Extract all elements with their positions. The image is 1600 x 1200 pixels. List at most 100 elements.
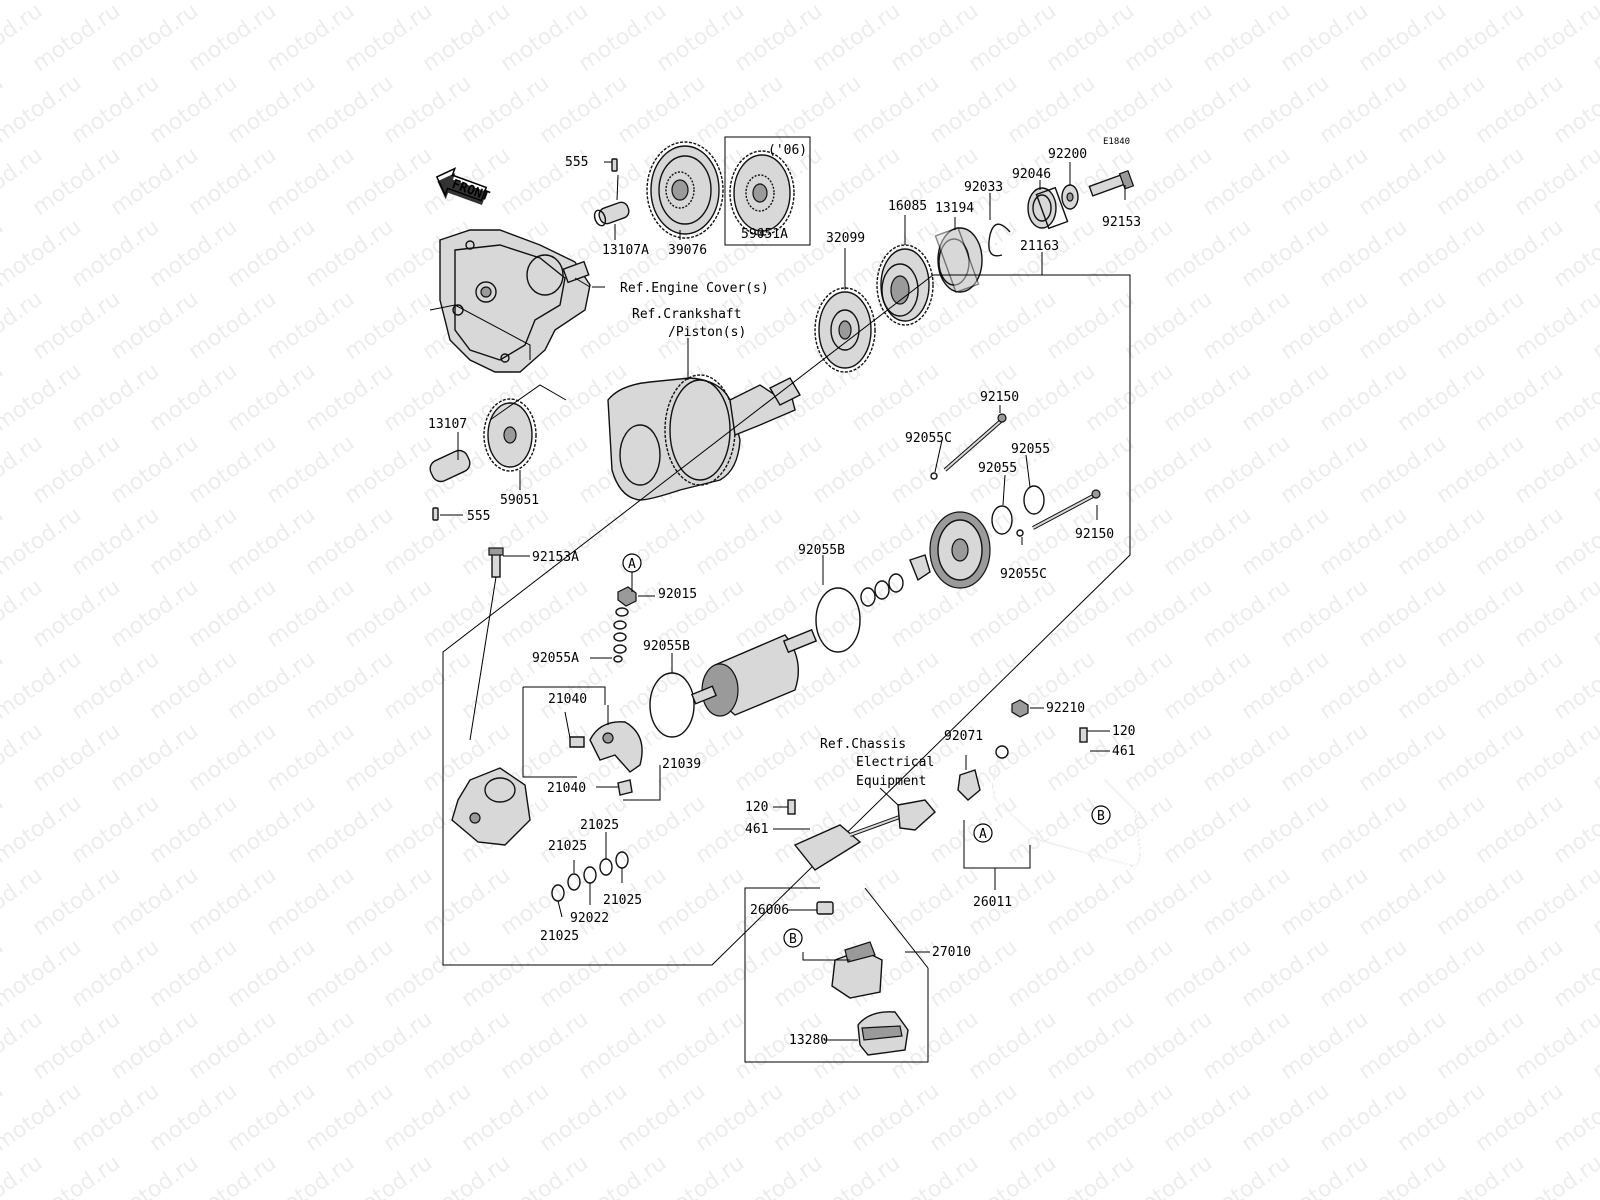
callout-21040-bottom: 21040 <box>547 781 586 796</box>
watermark-text: motod.ru <box>535 503 632 581</box>
watermark-text: motod.ru <box>184 575 281 653</box>
watermark-text: motod.ru <box>28 143 125 221</box>
watermark-text: motod.ru <box>67 215 164 293</box>
callout-92046: 92046 <box>1012 167 1051 182</box>
shim-washers <box>860 573 904 607</box>
watermark-text: motod.ru <box>418 575 515 653</box>
watermark-text: motod.ru <box>1081 0 1178 5</box>
watermark-text: motod.ru <box>340 719 437 797</box>
watermark-text: motod.ru <box>1159 647 1256 725</box>
watermark-text: motod.ru <box>1432 287 1529 365</box>
watermark-text: motod.ru <box>1042 0 1139 77</box>
watermark-text: motod.ru <box>496 575 593 653</box>
callout-27010: 27010 <box>932 945 971 960</box>
watermark-text: motod.ru <box>1354 287 1451 365</box>
bolt-92153 <box>1088 170 1135 197</box>
watermark-text: motod.ru <box>223 647 320 725</box>
watermark-text: motod.ru <box>1471 791 1568 869</box>
watermark-text: motod.ru <box>340 863 437 941</box>
watermark-text: motod.ru <box>1315 1079 1412 1157</box>
watermark-text: motod.ru <box>1432 0 1529 77</box>
watermark-text: motod.ru <box>1237 215 1334 293</box>
watermark-text: motod.ru <box>1432 1151 1529 1200</box>
watermark-text: motod.ru <box>262 575 359 653</box>
watermark-text: motod.ru <box>145 647 242 725</box>
watermark-text: motod.ru <box>457 0 554 5</box>
callout-21025-b: 21025 <box>548 839 587 854</box>
callout-92153: 92153 <box>1102 215 1141 230</box>
watermark-text: motod.ru <box>145 503 242 581</box>
watermark-text: motod.ru <box>1120 431 1217 509</box>
callout-92150-top: 92150 <box>980 390 1019 405</box>
watermark-text: motod.ru <box>1471 503 1568 581</box>
watermark-text: motod.ru <box>847 359 944 437</box>
watermark-text: motod.ru <box>262 431 359 509</box>
watermark-text: motod.ru <box>1120 287 1217 365</box>
watermark-text: motod.ru <box>379 647 476 725</box>
o-ring-92055-b <box>991 505 1013 535</box>
watermark-text: motod.ru <box>535 1079 632 1157</box>
watermark-text: motod.ru <box>925 1079 1022 1157</box>
watermark-text: motod.ru <box>1510 431 1600 509</box>
needle-bearing-92046 <box>1027 186 1069 230</box>
callout-16085: 16085 <box>888 199 927 214</box>
sleeve-13107 <box>429 449 471 483</box>
watermark-text: motod.ru <box>1198 0 1295 77</box>
watermark-text: motod.ru <box>1003 791 1100 869</box>
watermark-text: motod.ru <box>1120 0 1217 77</box>
bolt-92153A <box>469 547 504 741</box>
watermark-text: motod.ru <box>808 0 905 77</box>
callout-21025-a: 21025 <box>580 818 619 833</box>
watermark-text: motod.ru <box>1471 1079 1568 1157</box>
ref-crankshaft-line2: /Piston(s) <box>668 325 746 340</box>
callout-21025-c: 21025 <box>603 893 642 908</box>
watermark-text: motod.ru <box>1276 1007 1373 1085</box>
callout-21163: 21163 <box>1020 239 1059 254</box>
starter-end-cover <box>909 511 991 589</box>
watermark-text: motod.ru <box>145 71 242 149</box>
watermark-text: motod.ru <box>1393 503 1490 581</box>
gear-39076 <box>646 141 724 239</box>
watermark-text: motod.ru <box>379 935 476 1013</box>
watermark-text: motod.ru <box>340 1151 437 1200</box>
watermark-text: motod.ru <box>1276 575 1373 653</box>
circlip-92033 <box>988 223 1011 257</box>
watermark-text: motod.ru <box>1354 1007 1451 1085</box>
watermark-text: motod.ru <box>1003 1079 1100 1157</box>
watermark-text: motod.ru <box>1432 431 1529 509</box>
marker-B-relay-label: B <box>789 932 797 947</box>
watermark-text: motod.ru <box>886 0 983 77</box>
watermark-text: motod.ru <box>379 71 476 149</box>
pin-555-bottom <box>432 507 439 521</box>
watermark-text: motod.ru <box>1471 215 1568 293</box>
watermark-text: motod.ru <box>808 1151 905 1200</box>
callout-92055C-bottom: 92055C <box>1000 567 1047 582</box>
watermark-text: motod.ru <box>67 1079 164 1157</box>
watermark-text: motod.ru <box>964 287 1061 365</box>
watermark-text: motod.ru <box>964 1007 1061 1085</box>
watermark-text: motod.ru <box>652 863 749 941</box>
watermark-text: motod.ru <box>223 1079 320 1157</box>
watermark-text: motod.ru <box>1081 647 1178 725</box>
watermark-text: motod.ru <box>106 1151 203 1200</box>
watermark-text: motod.ru <box>1393 1079 1490 1157</box>
watermark-text: motod.ru <box>67 935 164 1013</box>
gear-32099 <box>814 287 876 373</box>
watermark-text: motod.ru <box>730 431 827 509</box>
watermark-text: motod.ru <box>106 863 203 941</box>
brush-21040-bottom <box>617 779 633 796</box>
watermark-text: motod.ru <box>1237 503 1334 581</box>
watermark-text: motod.ru <box>1159 503 1256 581</box>
watermark-text: motod.ru <box>730 0 827 77</box>
watermark-text: motod.ru <box>145 791 242 869</box>
watermark-text: motod.ru <box>847 0 944 5</box>
watermark-text: motod.ru <box>1042 863 1139 941</box>
watermark-text: motod.ru <box>1276 143 1373 221</box>
watermark-text: motod.ru <box>379 0 476 5</box>
watermark-text: motod.ru <box>418 863 515 941</box>
watermark-text: motod.ru <box>925 0 1022 5</box>
watermark-text: motod.ru <box>1510 719 1600 797</box>
watermark-text: motod.ru <box>1081 935 1178 1013</box>
watermark-text: motod.ru <box>574 0 671 77</box>
watermark-text: motod.ru <box>1159 215 1256 293</box>
